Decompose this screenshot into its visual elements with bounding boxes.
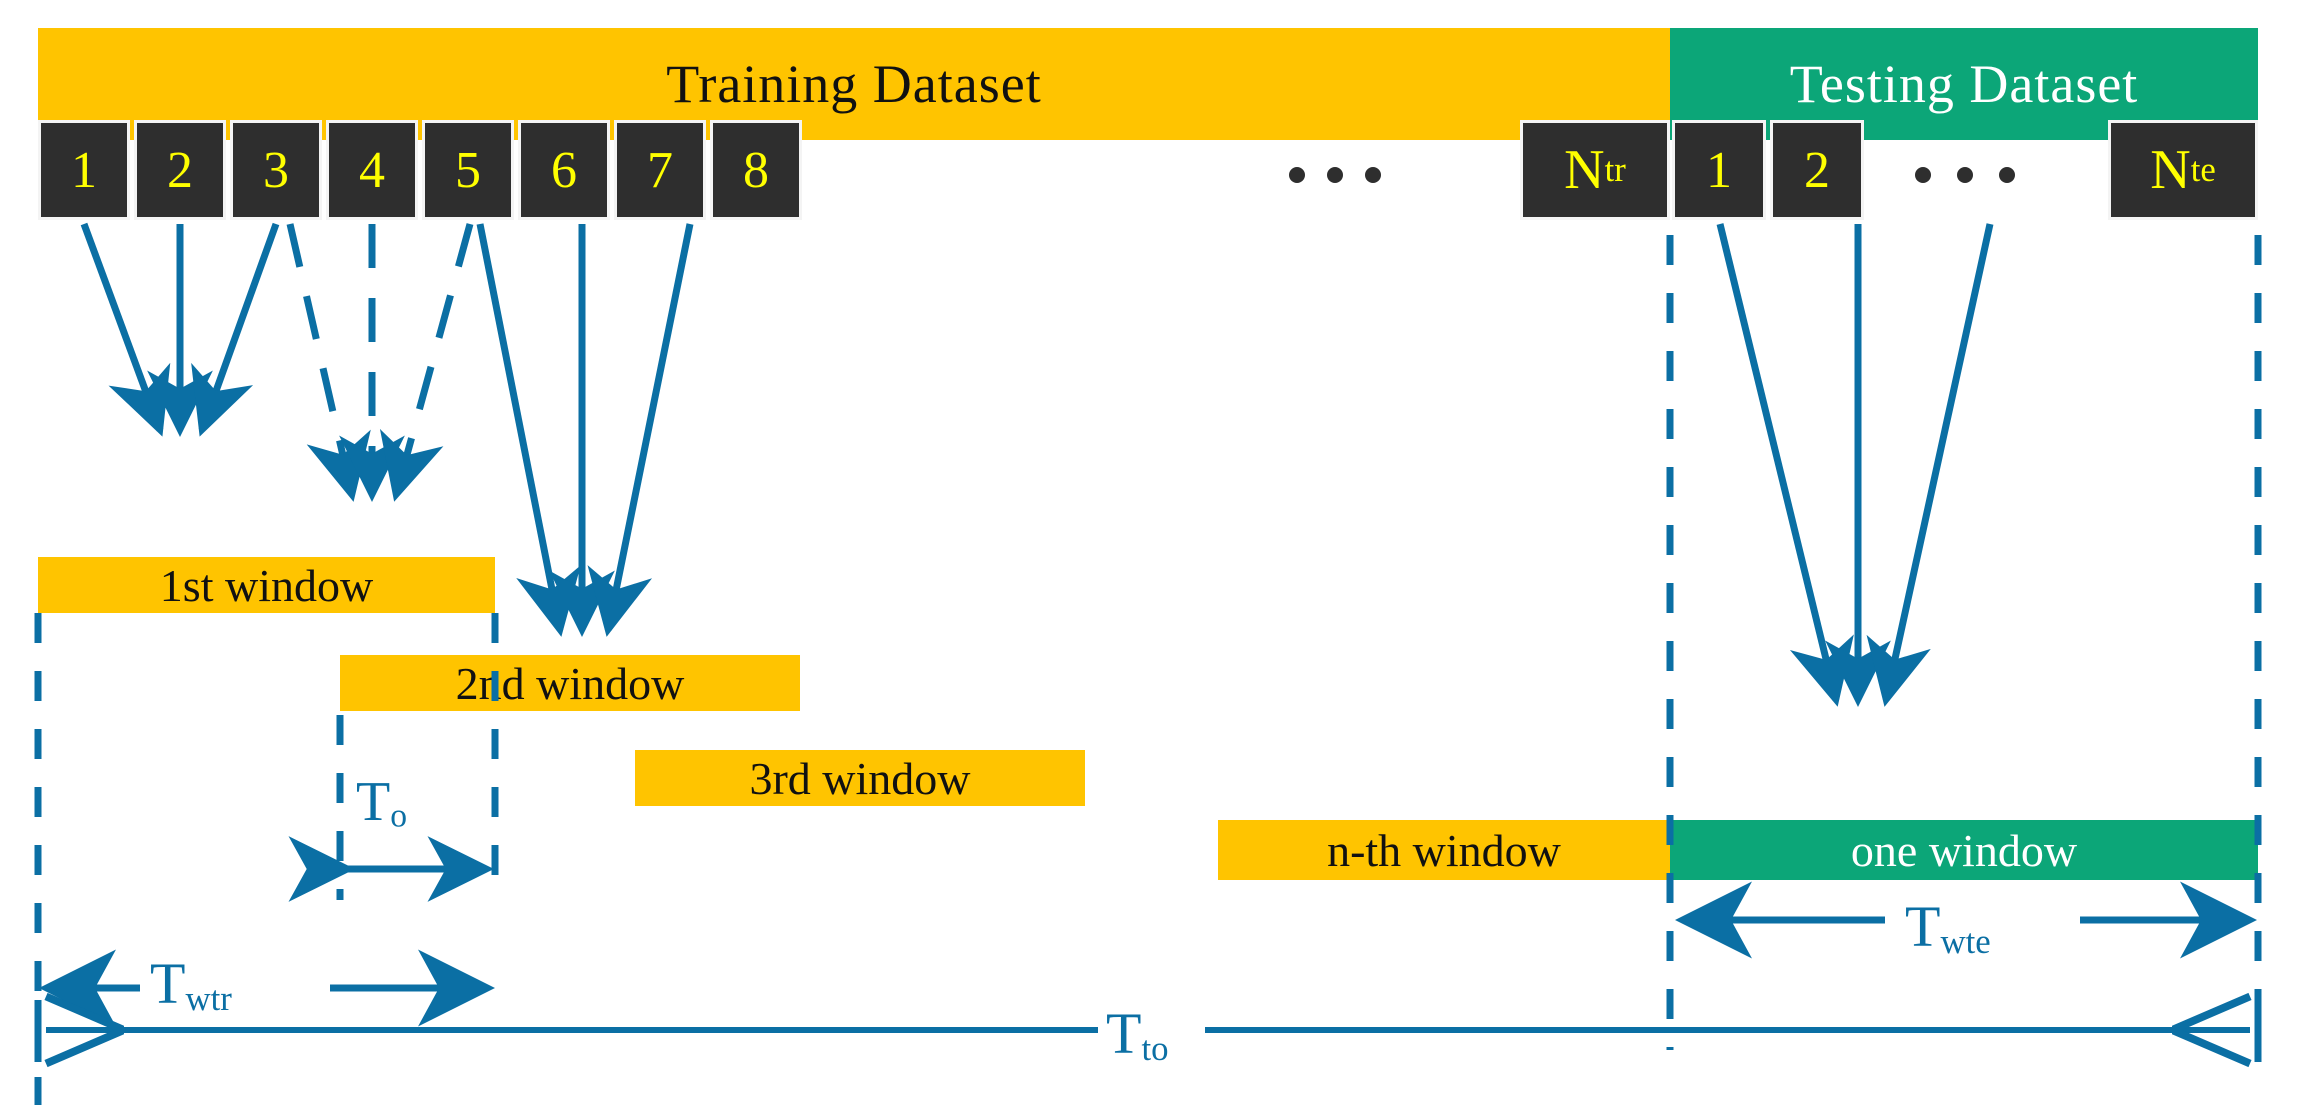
twtr-base: T [150,951,186,1016]
to-sub: o [390,797,408,835]
training-block-2[interactable]: 2 [134,120,226,220]
twte-base: T [1905,894,1941,959]
tto-sub: to [1141,1028,1169,1068]
to-base: T [356,771,391,833]
arrow-block3-to-window2 [286,223,371,502]
window-bar-one[interactable]: one window [1670,820,2258,880]
training-block-5[interactable]: 5 [422,120,514,220]
measure-label-tto: Tto [1106,1000,1169,1069]
arrow-block1-to-window1 [80,222,171,437]
arrow-block3-to-window1 [191,222,280,437]
arrow-testblocklast-to-onewindow [1866,223,1994,707]
window-bar-3rd-label: 3rd window [749,752,971,804]
window-bar-3rd[interactable]: 3rd window [635,750,1085,806]
window-bar-1st-label: 1st window [159,559,374,611]
nte-sub: te [2190,150,2216,189]
training-dataset-label: Training Dataset [666,54,1042,114]
arrow-block5-to-window2 [379,223,474,502]
tto-base: T [1106,1001,1142,1066]
ellipsis-dot [1957,167,1973,183]
training-block-7[interactable]: 7 [614,120,706,220]
measure-label-twtr: Twtr [150,950,232,1019]
training-ellipsis [1240,160,1430,190]
ellipsis-dot [1915,167,1931,183]
training-block-1[interactable]: 1 [38,120,130,220]
arrow-block7-to-window3 [587,223,694,637]
window-bar-one-label: one window [1850,824,2078,876]
ntr-base: N [1564,139,1605,201]
testing-dataset-label: Testing Dataset [1789,54,2139,114]
training-block-4[interactable]: 4 [326,120,418,220]
twte-sub: wte [1940,921,1991,961]
nte-base: N [2150,139,2191,201]
measure-label-to: To [356,770,407,836]
training-block-3[interactable]: 3 [230,120,322,220]
ellipsis-dot [1365,167,1381,183]
measure-label-twte: Twte [1905,893,1991,962]
window-bar-2nd-label: 2nd window [455,657,685,709]
ellipsis-dot [1999,167,2015,183]
training-block-8[interactable]: 8 [710,120,802,220]
ntr-sub: tr [1604,150,1626,189]
window-bar-1st[interactable]: 1st window [38,557,495,613]
testing-block-1[interactable]: 1 [1672,120,1766,220]
ellipsis-dot [1327,167,1343,183]
twtr-sub: wtr [185,978,232,1018]
ellipsis-dot [1289,167,1305,183]
testing-ellipsis [1880,160,2050,190]
window-bar-2nd[interactable]: 2nd window [340,655,800,711]
testing-block-2[interactable]: 2 [1770,120,1864,220]
window-bar-nth[interactable]: n-th window [1218,820,1670,880]
window-bar-nth-label: n-th window [1327,824,1561,876]
arrow-testblock1-to-onewindow [1716,223,1854,707]
training-block-6[interactable]: 6 [518,120,610,220]
